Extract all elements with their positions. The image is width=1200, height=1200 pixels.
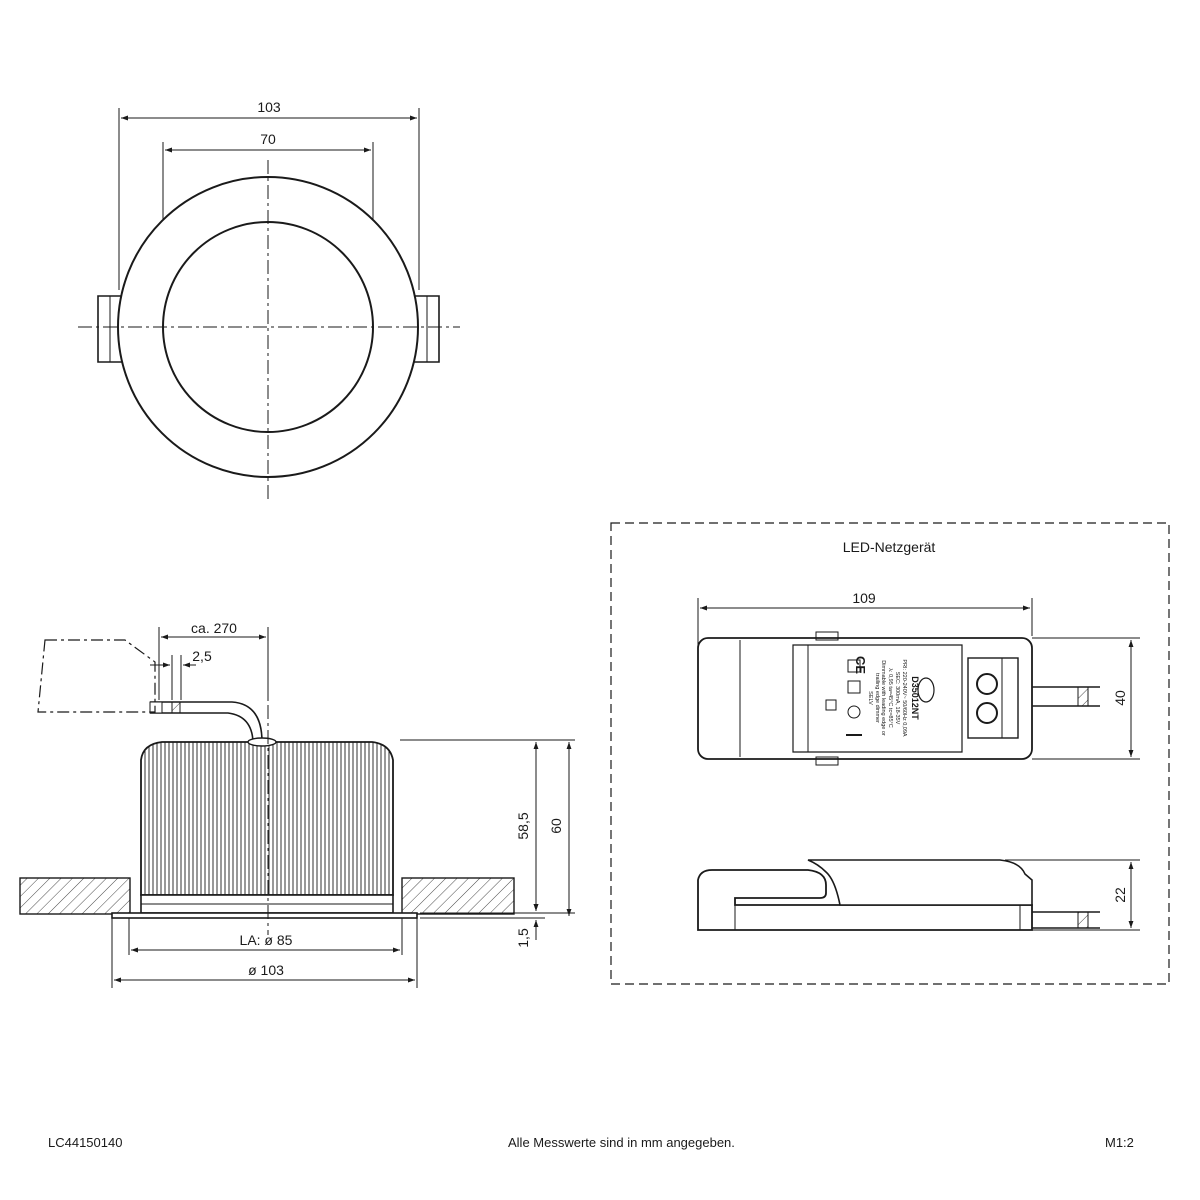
dim-driver-length: 109 (852, 590, 876, 606)
drawing-scale: M1:2 (1105, 1135, 1134, 1150)
dim-cable-offset: 2,5 (192, 648, 212, 664)
dim-flange-thickness: 1,5 (515, 928, 531, 948)
side-view (19, 627, 575, 988)
driver-side-view (697, 859, 1140, 931)
terminal-block (967, 657, 1019, 739)
dim-driver-width: 40 (1112, 690, 1128, 706)
units-note: Alle Messwerte sind in mm angegeben. (508, 1135, 735, 1150)
dim-outer-diameter: 103 (257, 99, 281, 115)
driver-label-ce: CE (853, 656, 868, 674)
heatsink-body (140, 741, 394, 896)
driver-label-line: SEC: 300mA, 18-35V (894, 672, 900, 725)
driver-label-text: PRI: 220-240V~ 50/60Hz 0,09A SEC: 300mA,… (867, 659, 907, 737)
top-view (78, 108, 460, 500)
dim-inner-diameter: 70 (260, 131, 276, 147)
driver-model: D35012NT (910, 676, 920, 720)
driver-label-line: trailing edge dimmer (874, 673, 880, 723)
dim-flange-diameter: ø 103 (248, 962, 284, 978)
flange (111, 912, 418, 919)
dim-total-height: 60 (548, 818, 564, 834)
driver-label-line: λ: 0,95 ta=45°C tc=85°C (887, 668, 893, 727)
outer-ring (117, 176, 419, 478)
spring-clip-right (413, 295, 440, 363)
driver-phantom (37, 639, 156, 713)
driver-label-line: SELV (867, 691, 873, 705)
dim-cutout: LA: ø 85 (240, 932, 293, 948)
driver-label-line: PRI: 220-240V~ 50/60Hz 0,09A (901, 659, 907, 737)
cable (150, 701, 263, 743)
dim-body-height: 58,5 (515, 812, 531, 839)
driver-label-line: Dimmable with leading edge or (880, 660, 886, 736)
driver-frame (610, 522, 1170, 985)
driver-title: LED-Netzgerät (843, 539, 936, 555)
driver-top-view (697, 598, 1140, 766)
driver-housing (697, 637, 1033, 760)
dim-cable-length: ca. 270 (191, 620, 237, 636)
ceiling-right (401, 877, 515, 915)
dim-driver-height: 22 (1112, 887, 1128, 903)
ceiling-left (19, 877, 131, 915)
article-number: LC44150140 (48, 1135, 123, 1150)
driver-side-housing (697, 869, 1033, 931)
